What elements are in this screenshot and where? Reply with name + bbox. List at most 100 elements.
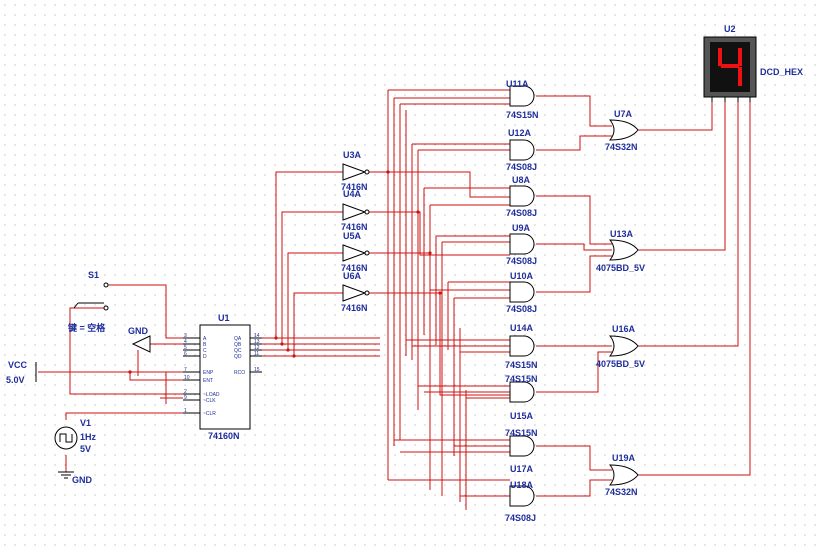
gate-type: 7416N [341, 303, 368, 313]
counter-pin-name: QC [234, 348, 242, 354]
gate-type: 74S08J [506, 208, 537, 218]
counter-pin-number: 14 [254, 333, 260, 339]
counter-pin-name: ~CLR [203, 411, 216, 417]
counter-pin-number: 4 [184, 339, 187, 345]
vcc-source: VCC 5.0V [6, 360, 37, 385]
counter-pin-name: QA [234, 336, 242, 342]
gate-ref: U19A [612, 453, 636, 463]
gate-type: 4075BD_5V [596, 263, 645, 273]
logic-gates: U3A7416NU4A7416NU5A7416NU6A7416NU11A74S1… [341, 79, 645, 523]
counter-pin-number: 6 [184, 351, 187, 357]
inverter-gate: U6A 7416N [341, 271, 370, 313]
wires [38, 89, 751, 510]
gate-ref: U4A [343, 189, 362, 199]
counter-pin-name: C [203, 348, 207, 354]
counter-pin-number: 12 [254, 345, 260, 351]
gate-ref: U10A [510, 271, 534, 281]
counter-pin-number: 15 [254, 367, 260, 373]
gate-ref: U18A [510, 480, 534, 490]
gnd-label-2: GND [72, 475, 93, 485]
counter-pin-name: ~LOAD [203, 392, 220, 398]
gate-type: 74S08J [506, 256, 537, 266]
gate-type: 74S15N [506, 110, 539, 120]
gate-ref: U5A [343, 231, 362, 241]
gate-ref: U13A [610, 229, 634, 239]
and-gate: U14A 74S15N [505, 323, 538, 370]
gate-ref: U3A [343, 150, 362, 160]
inverter-gate: U3A 7416N [341, 150, 370, 192]
switch-ref: S1 [88, 270, 99, 280]
vcc-value: 5.0V [6, 375, 25, 385]
gate-type: 7416N [341, 263, 368, 273]
counter-pin-number: 11 [254, 351, 259, 357]
gate-type: 74S08J [505, 513, 536, 523]
counter-pin-number: 1 [184, 408, 187, 414]
gate-type: 74S32N [605, 142, 638, 152]
counter-pin-name: QB [234, 342, 242, 348]
gate-type: 74S08J [506, 304, 537, 314]
counter-pin-name: B [203, 342, 207, 348]
and-gate: U15A 74S15N [505, 374, 538, 421]
gate-type: 74S15N [505, 428, 538, 438]
gate-ref: U9A [512, 223, 531, 233]
counter-pin-name: D [203, 354, 207, 360]
counter-pin-name: QD [234, 354, 242, 360]
and-gate: U12A 74S08J [506, 128, 537, 172]
gnd-label-1: GND [128, 326, 149, 336]
gate-type: 74S15N [505, 374, 538, 384]
and-gate: U18A 74S08J [505, 480, 536, 523]
seven-segment-display: U2 DCD_HEX [703, 24, 803, 102]
and-gate: U11A 74S15N [506, 79, 539, 120]
switch-s1[interactable]: S1 键 = 空格 [67, 270, 109, 333]
counter-pin-number: 7 [184, 367, 187, 373]
inverter-gate: U5A 7416N [341, 231, 370, 273]
gate-ref: U12A [508, 128, 532, 138]
counter-pin-number: 10 [184, 375, 190, 381]
display-type: DCD_HEX [760, 67, 803, 77]
counter-pin-name: RCO [234, 370, 245, 376]
gate-type: 7416N [341, 182, 368, 192]
counter-pin-number: 2 [184, 389, 187, 395]
gate-type: 7416N [341, 222, 368, 232]
gate-ref: U14A [510, 323, 534, 333]
gate-type: 74S15N [505, 360, 538, 370]
inverter-gate: U4A 7416N [341, 189, 370, 232]
display-ref: U2 [724, 24, 736, 34]
counter-pin-name: ENP [203, 370, 214, 376]
gate-ref: U7A [614, 109, 633, 119]
gate-ref: U11A [506, 79, 529, 89]
counter-pin-name: ENT [203, 378, 213, 384]
gate-type: 74S32N [605, 487, 638, 497]
ground-symbol: GND [128, 326, 151, 353]
counter-ref: U1 [218, 313, 230, 323]
or-gate: U16A 4075BD_5V [596, 324, 645, 369]
gate-ref: U8A [512, 175, 531, 185]
or-gate: U19A 74S32N [605, 453, 639, 497]
gate-ref: U6A [343, 271, 362, 281]
vcc-name: VCC [8, 360, 28, 370]
switch-hint: 键 = 空格 [67, 322, 106, 333]
source-freq: 1Hz [80, 432, 97, 442]
junctions [128, 170, 442, 374]
gate-ref: U15A [510, 411, 534, 421]
and-gate: U10A 74S08J [506, 271, 537, 314]
counter-pin-name: A [203, 336, 207, 342]
digit-segments [718, 48, 742, 86]
and-gate: U8A 74S08J [506, 175, 537, 218]
gate-type: 4075BD_5V [596, 359, 645, 369]
source-amp: 5V [80, 444, 91, 454]
counter-pin-number: 13 [254, 339, 260, 345]
counter-pin-number: 5 [184, 345, 187, 351]
gate-type: 74S08J [506, 162, 537, 172]
or-gate: U7A 74S32N [605, 109, 639, 152]
gate-ref: U16A [612, 324, 636, 334]
counter-pin-number: 3 [184, 333, 187, 339]
counter-pin-number: 9 [184, 395, 187, 401]
clock-source-v1: V1 1Hz 5V GND [54, 418, 97, 485]
source-ref: V1 [80, 418, 91, 428]
and-gate: U9A 74S08J [506, 223, 537, 266]
